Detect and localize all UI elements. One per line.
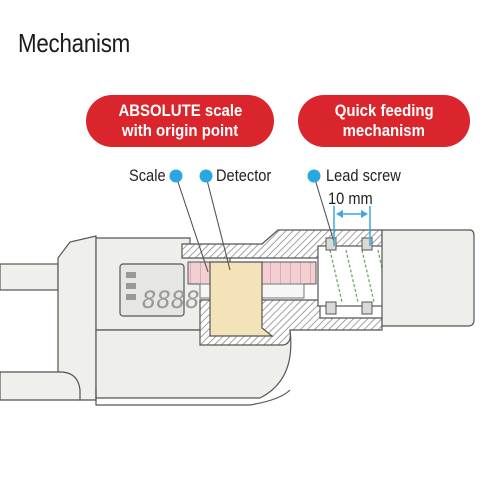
absolute-scale-callout: ABSOLUTE scale with origin point bbox=[86, 95, 274, 147]
pitch-label: 10 mm bbox=[328, 189, 373, 208]
quick-feeding-callout-line2: mechanism bbox=[342, 121, 426, 140]
detector-label: Detector bbox=[216, 166, 272, 185]
lead-screw-marker-dot bbox=[307, 169, 321, 183]
pointer-lines bbox=[175, 175, 335, 273]
detector-marker-dot bbox=[199, 169, 213, 183]
quick-feeding-callout-line1: Quick feeding bbox=[334, 101, 434, 120]
thimble bbox=[381, 229, 475, 327]
absolute-scale-callout-line2: with origin point bbox=[121, 121, 239, 140]
lead-screw-assembly bbox=[317, 237, 391, 315]
lcd-display: 8888 bbox=[119, 263, 200, 317]
lead-screw-label: Lead screw bbox=[326, 166, 401, 185]
page-title: Mechanism bbox=[18, 28, 131, 58]
scale-label: Scale bbox=[129, 166, 166, 185]
frame-arm bbox=[0, 235, 104, 401]
pitch-dimension bbox=[333, 206, 371, 246]
absolute-scale-callout-line1: ABSOLUTE scale bbox=[118, 101, 242, 120]
quick-feeding-callout: Quick feeding mechanism bbox=[298, 95, 470, 147]
scale-marker-dot bbox=[169, 169, 183, 183]
detector-block bbox=[209, 261, 274, 337]
lcd-digits: 8888 bbox=[142, 286, 200, 314]
